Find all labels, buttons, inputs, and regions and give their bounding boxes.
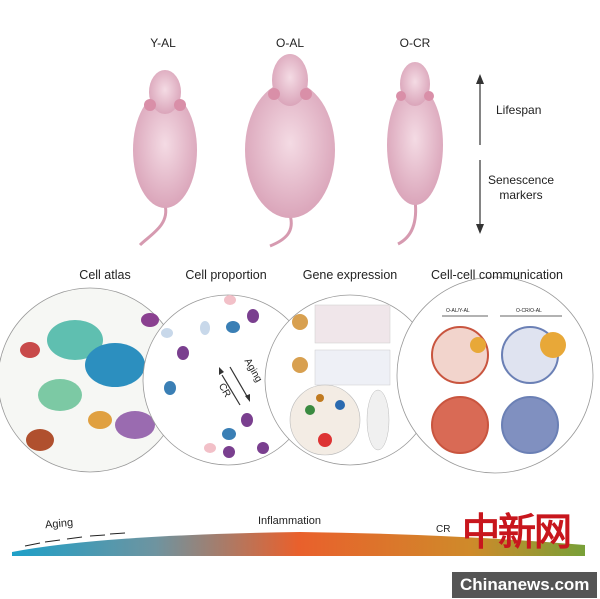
watermark-site: Chinanews.com	[452, 572, 598, 598]
panel-title-cell-cell-communication: Cell-cell communication	[431, 268, 563, 282]
panel-title-gene-expression: Gene expression	[302, 268, 398, 282]
senescence-label: Senescence markers	[487, 173, 555, 202]
bottom-aging-label: Aging	[44, 516, 74, 532]
inflammation-label: Inflammation	[258, 515, 321, 527]
watermark-logo: 中新网	[462, 509, 572, 554]
cell-communication-circle	[396, 276, 594, 474]
inflammation-gradient-bar	[12, 532, 585, 556]
lifespan-up-arrow	[476, 74, 484, 145]
mouse-o-cr	[387, 62, 443, 246]
mouse-label-o-al: O-AL	[275, 36, 305, 50]
panel-title-cell-atlas: Cell atlas	[79, 268, 131, 282]
lifespan-label: Lifespan	[496, 103, 542, 117]
cell-proportion-circle	[142, 294, 314, 466]
network-subtitle-o-al-y-al: O-AL/Y-AL	[446, 308, 470, 314]
cell-atlas-circle	[0, 287, 183, 473]
aging-arrows	[24, 532, 126, 547]
panel-title-cell-proportion: Cell proportion	[185, 268, 267, 282]
mouse-label-y-al: Y-AL	[150, 36, 176, 50]
network-subtitle-o-cr-o-al: O-CR/O-AL	[516, 308, 542, 314]
mouse-y-al	[133, 70, 197, 247]
mouse-o-al	[245, 54, 335, 248]
senescence-down-arrow	[476, 160, 484, 234]
gene-expression-circle	[264, 294, 436, 466]
bottom-cr-label: CR	[436, 524, 451, 535]
mouse-label-o-cr: O-CR	[399, 36, 431, 50]
